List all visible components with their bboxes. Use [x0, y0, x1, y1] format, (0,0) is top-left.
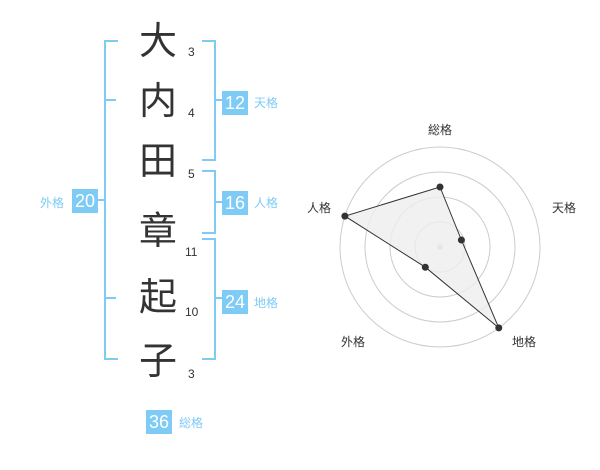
- tenkaku-connector: [214, 99, 222, 101]
- radar-axis-label-tenkaku: 天格: [552, 200, 576, 215]
- radar-series-polygon: [343, 186, 500, 329]
- soukaku-value: 36: [146, 410, 173, 434]
- stroke-count-4: 11: [185, 245, 198, 259]
- stroke-count-5: 10: [185, 305, 199, 319]
- stroke-count-3: 5: [188, 167, 195, 181]
- name-char-2: 内: [138, 79, 177, 123]
- chikaku-label: 地格: [254, 296, 279, 310]
- name-char-5: 起: [138, 275, 177, 319]
- stroke-count-6: 3: [188, 367, 195, 381]
- radar-axis-label-chikaku: 地格: [512, 334, 536, 349]
- radar-point-2: [457, 236, 465, 244]
- chikaku-value: 24: [222, 290, 249, 314]
- radar-point-3: [495, 324, 503, 332]
- radar-point-1: [436, 183, 444, 191]
- name-char-1: 大: [138, 19, 177, 63]
- radar-axis-label-gaikaku: 外格: [341, 334, 365, 349]
- name-char-6: 子: [138, 339, 177, 383]
- gaikaku-value: 20: [72, 189, 99, 213]
- gaikaku-bracket-tick-2: [104, 297, 116, 299]
- radar-axis-label-soukaku: 総格: [428, 122, 452, 137]
- stroke-count-1: 3: [188, 45, 195, 59]
- jinkaku-value: 16: [222, 191, 249, 215]
- radar-point-5: [341, 212, 349, 220]
- soukaku-label: 総格: [179, 416, 204, 430]
- stroke-count-2: 4: [188, 106, 195, 120]
- chikaku-connector: [214, 297, 222, 299]
- tenkaku-value: 12: [222, 91, 249, 115]
- radar-ring-4: [339, 146, 541, 348]
- gaikaku-bracket-tick-1: [104, 99, 116, 101]
- gaikaku-connector: [98, 199, 106, 201]
- radar-axis-label-jinkaku: 人格: [307, 200, 331, 215]
- gaikaku-label: 外格: [40, 196, 65, 210]
- jinkaku-connector: [214, 201, 222, 203]
- radar-point-4: [421, 263, 429, 271]
- name-char-3: 田: [138, 139, 177, 183]
- radar-shape: [341, 183, 503, 332]
- tenkaku-label: 天格: [254, 96, 279, 110]
- chikaku-bracket: [202, 238, 216, 360]
- name-char-4: 章: [138, 209, 177, 253]
- radar-ring-3: [364, 171, 516, 323]
- jinkaku-label: 人格: [254, 196, 279, 210]
